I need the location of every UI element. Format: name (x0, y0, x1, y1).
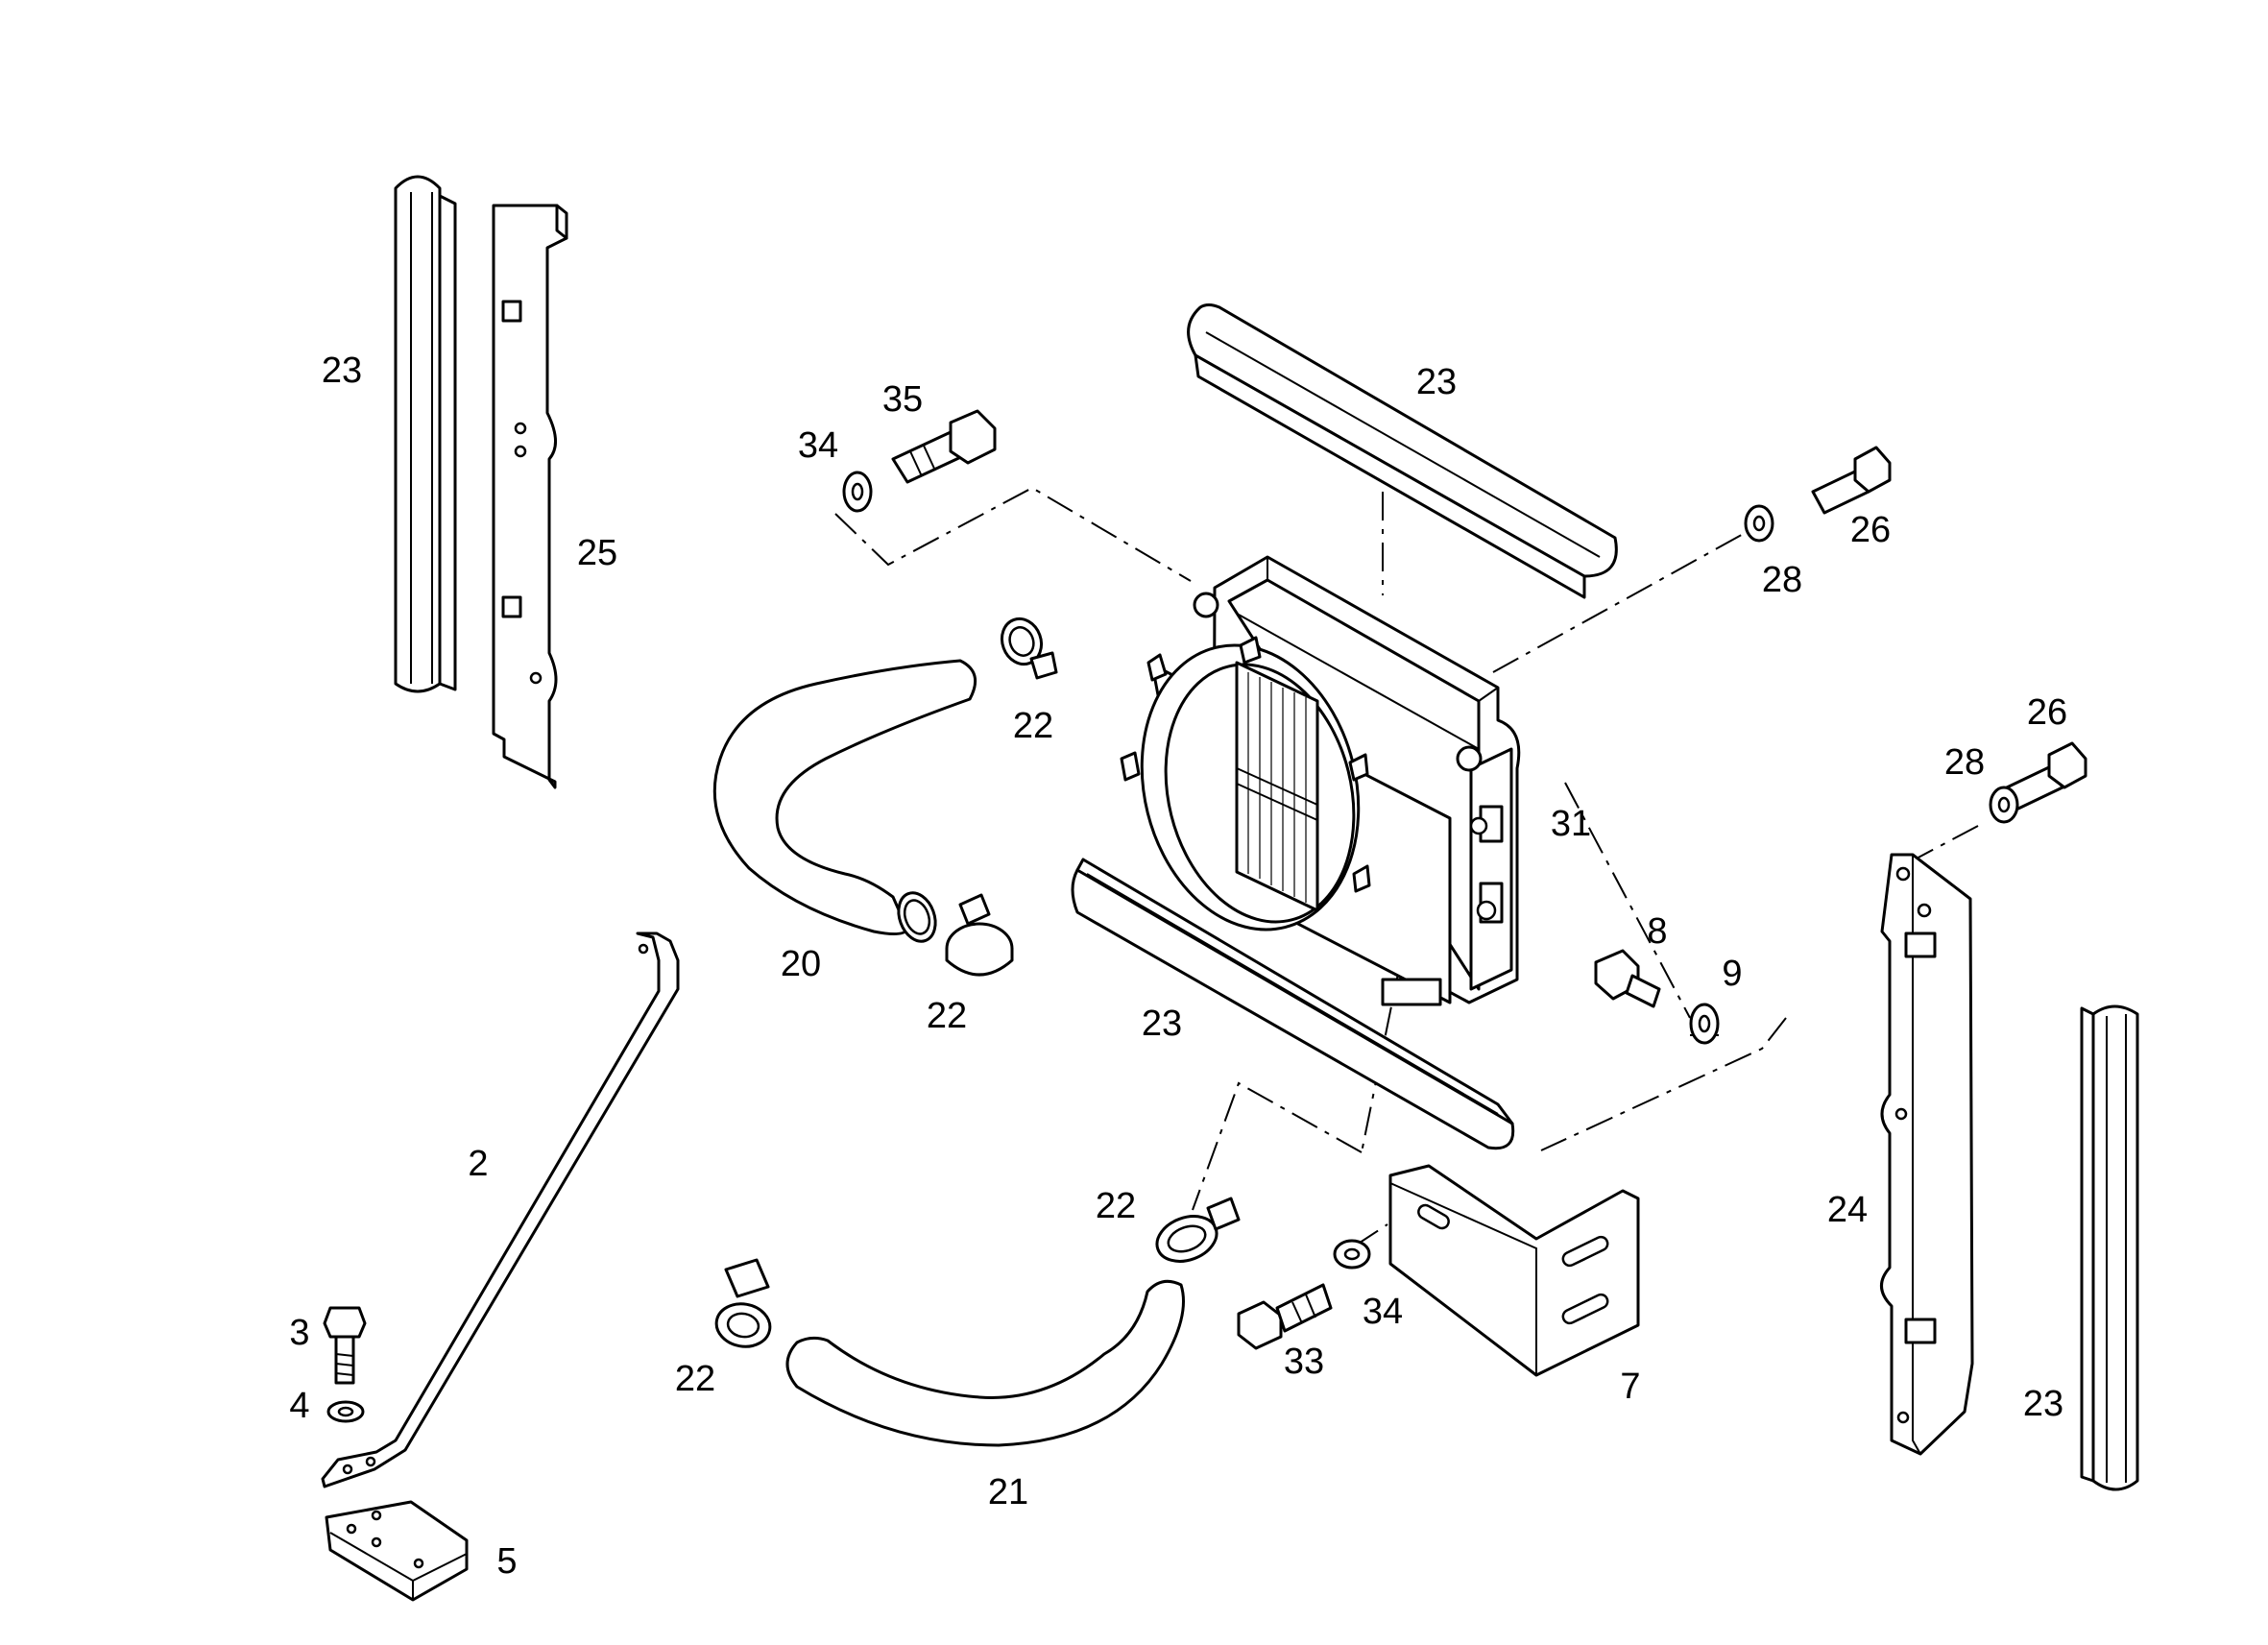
callout-4: 4 (289, 1386, 309, 1426)
callout-22-mid: 22 (927, 996, 967, 1036)
bolt-26-upper (1811, 446, 1892, 515)
hose-21 (785, 1279, 1185, 1447)
hose-20 (712, 659, 977, 943)
radiator-assembly (1120, 555, 1521, 1006)
callout-34-lower: 34 (1363, 1292, 1403, 1332)
seal-strip-top-left (394, 175, 457, 693)
bolt-3 (323, 1306, 367, 1385)
callout-22-lower-left: 22 (675, 1359, 715, 1399)
callout-28-upper: 28 (1762, 560, 1802, 600)
washer-34-top (842, 471, 873, 513)
callout-9: 9 (1722, 954, 1742, 994)
seal-strip-top (1187, 303, 1618, 599)
callout-2: 2 (468, 1144, 488, 1184)
callout-23-top-right: 23 (1416, 362, 1457, 402)
callout-20: 20 (781, 944, 821, 984)
callout-25: 25 (577, 533, 617, 573)
side-bracket-right (1880, 853, 1974, 1456)
callout-8: 8 (1647, 911, 1667, 952)
callout-labels: 23 25 35 34 23 26 28 22 31 26 28 20 22 2… (289, 351, 2067, 1582)
callout-5: 5 (496, 1541, 517, 1582)
hose-clamp-22-lower-mid (1155, 1197, 1241, 1263)
bolt-33 (1237, 1283, 1333, 1350)
callout-3: 3 (289, 1313, 309, 1353)
callout-31: 31 (1551, 804, 1591, 844)
washer-4 (326, 1400, 365, 1423)
callout-23-top-left: 23 (322, 351, 362, 391)
washer-34-lower (1333, 1239, 1371, 1270)
callout-24: 24 (1827, 1190, 1868, 1230)
callout-33: 33 (1284, 1342, 1324, 1382)
side-bracket-left (492, 204, 568, 789)
callout-26-right: 26 (2027, 692, 2067, 733)
callout-26-upper: 26 (1850, 510, 1891, 550)
callout-34-top: 34 (798, 425, 838, 466)
callout-23-mid: 23 (1142, 1004, 1182, 1044)
callout-35: 35 (882, 379, 923, 420)
callout-23-bottom-right: 23 (2023, 1384, 2063, 1424)
callout-7: 7 (1620, 1367, 1640, 1407)
callout-28-right: 28 (1944, 742, 1985, 783)
callout-21: 21 (988, 1472, 1028, 1512)
washer-28-upper (1744, 504, 1774, 543)
bolt-8 (1594, 949, 1661, 1008)
mounting-bracket-7 (1388, 1164, 1640, 1377)
stay-bar-2 (321, 931, 680, 1488)
callout-22-lower-mid: 22 (1096, 1186, 1136, 1226)
hose-clamp-22-mid (945, 893, 1014, 977)
callout-22-upper: 22 (1013, 706, 1053, 746)
bolt-35 (891, 409, 997, 484)
seal-strip-bottom-right (2080, 1004, 2139, 1491)
base-plate-5 (325, 1500, 469, 1602)
hose-clamp-22-upper (1000, 617, 1058, 680)
seal-strip-middle (1071, 858, 1515, 1150)
bolt-26-right (2005, 741, 2087, 810)
hose-clamp-22-lower-left (714, 1258, 772, 1348)
washer-28-right (1989, 786, 2019, 824)
washer-9 (1689, 1003, 1720, 1045)
